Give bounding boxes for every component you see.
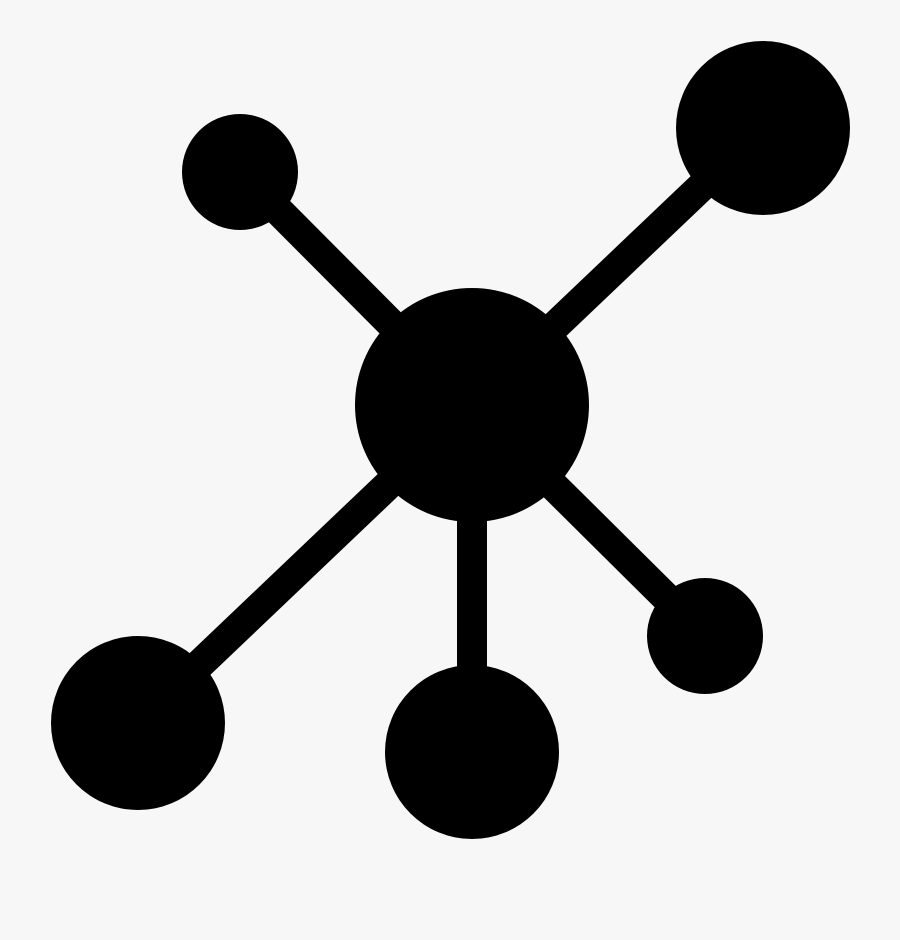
hub-node <box>355 288 589 522</box>
node-top-left <box>182 114 298 230</box>
node-circles <box>51 41 850 839</box>
node-top-right <box>676 41 850 215</box>
node-bottom-left <box>51 636 225 810</box>
node-bottom-right <box>647 578 763 694</box>
node-bottom-center <box>385 665 559 839</box>
